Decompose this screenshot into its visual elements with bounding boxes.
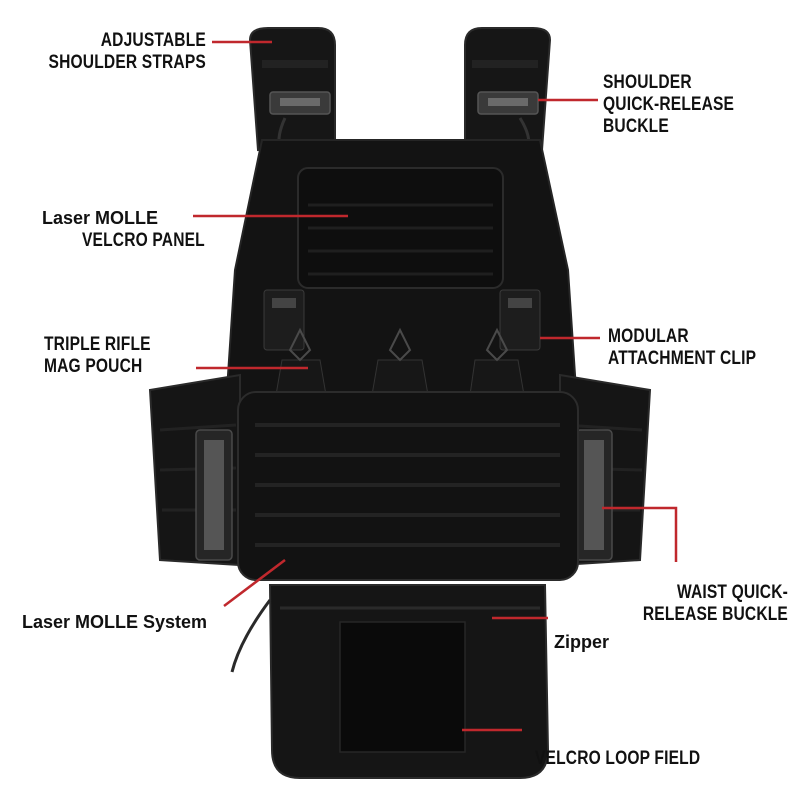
attachment-clips [263, 289, 541, 351]
label-waist-quick-release-buckle: WAIST QUICK- RELEASE BUCKLE [642, 582, 788, 625]
velcro-loop-field [339, 621, 466, 753]
label-velcro-panel: VELCRO PANEL [82, 230, 205, 251]
label-triple-rifle-mag-pouch: TRIPLE RIFLE MAG POUCH [44, 334, 151, 377]
label-adjustable-shoulder-straps: ADJUSTABLE SHOULDER STRAPS [48, 30, 206, 73]
label-velcro-loop-field: VELCRO LOOP FIELD [535, 748, 701, 769]
leader-lines [193, 40, 678, 732]
label-modular-attachment-clip: MODULAR ATTACHMENT CLIP [608, 326, 757, 369]
waist-buckles [195, 429, 613, 561]
shoulder-straps [248, 27, 552, 152]
label-zipper: Zipper [554, 632, 610, 652]
label-laser-molle-system: Laser MOLLE System [22, 612, 208, 632]
mag-pouch-tabs [275, 327, 525, 396]
label-shoulder-quick-release-buckle: SHOULDER QUICK-RELEASE BUCKLE [603, 72, 735, 137]
label-laser-molle-velcro-panel: Laser MOLLE [42, 208, 159, 228]
